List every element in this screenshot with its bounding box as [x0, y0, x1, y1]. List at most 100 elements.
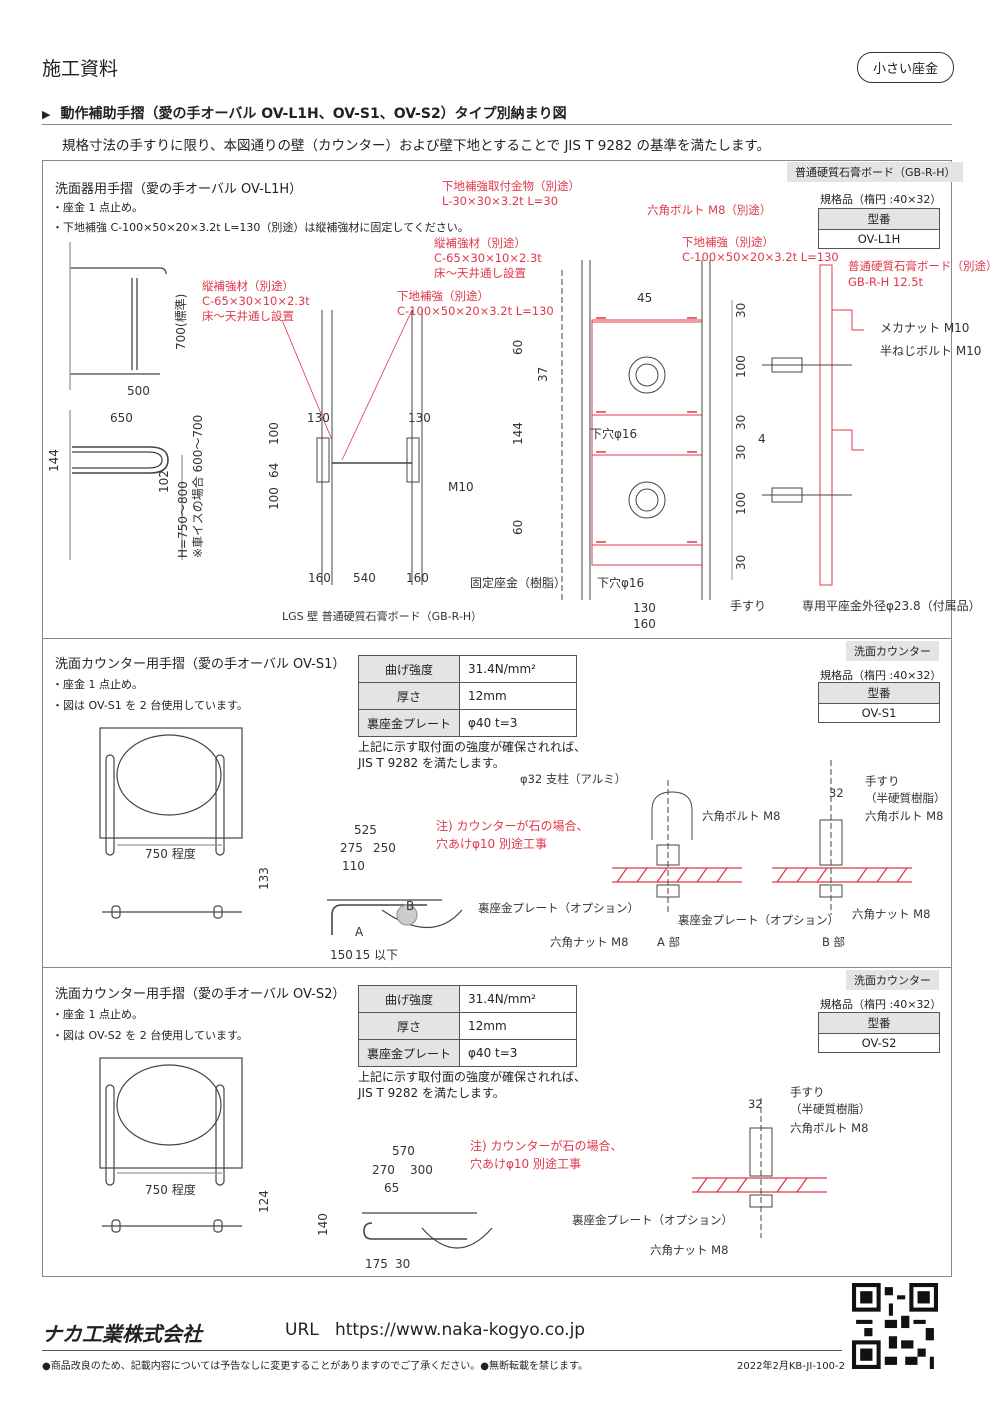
- dim-30: 30: [395, 1257, 410, 1271]
- label-bracketb: L-30×30×3.2t L=30: [442, 194, 558, 208]
- label-fixpad: 固定座金（樹脂）: [470, 575, 566, 590]
- label-sub2b: C-100×50×20×3.2t L=130: [682, 250, 839, 264]
- company-logo: ナカ工業株式会社: [42, 1322, 202, 1346]
- label-A: A: [355, 925, 364, 939]
- panel1-model-table: 型番 OV-L1H: [818, 208, 940, 249]
- label-vert1c: 床～天井通し設置: [202, 309, 294, 323]
- label-hexB: 六角ボルト M8: [865, 809, 943, 823]
- dim-45: 45: [637, 291, 652, 305]
- prop-value: 31.4N/mm²: [459, 985, 578, 1013]
- dim-100a: 100: [267, 422, 281, 445]
- qr-code-icon: [852, 1283, 938, 1369]
- dim-133: 133: [257, 867, 271, 890]
- dim-160a: 160: [308, 571, 331, 585]
- dim-650: 650: [110, 411, 133, 425]
- panel1-tag: 普通硬質石膏ボード（GB-R-H）: [787, 162, 964, 182]
- panel3-tag: 洗面カウンター: [846, 970, 939, 990]
- label-vert2c: 床～天井通し設置: [434, 266, 526, 280]
- label-height: H=750～800: [176, 481, 190, 558]
- prop-key: 裏座金プレート: [357, 709, 461, 737]
- model-value: OV-L1H: [818, 229, 940, 249]
- panel1-note: ・座金 1 点止め。: [52, 201, 143, 214]
- dim-130a: 130: [307, 411, 330, 425]
- footer-rule: [42, 1350, 842, 1351]
- label-approx: 750 程度: [145, 846, 196, 861]
- dim-144: 144: [47, 449, 61, 472]
- label-post: φ32 支柱（アルミ）: [520, 772, 626, 786]
- prop-key: 曲げ強度: [357, 655, 461, 683]
- condition-text: 上記に示す取付面の強度が確保されれば、: [358, 740, 587, 754]
- label-vert1b: C-65×30×10×2.3t: [202, 294, 310, 308]
- panel1-drawing: 500 650 144 102 700(標準) H=750～800 ※車イスの場…: [47, 179, 998, 631]
- dim-570: 570: [392, 1144, 415, 1158]
- rail-side: [72, 446, 169, 474]
- panel3-model-table: 型番 OV-S2: [818, 1012, 940, 1053]
- prop-key: 厚さ: [357, 682, 461, 710]
- note-red: 穴あけφ10 別途工事: [436, 836, 547, 851]
- dim-37: 37: [536, 367, 550, 382]
- prop-value: φ40 t=3: [459, 1039, 578, 1067]
- panel3-note: ・座金 1 点止め。: [52, 1008, 143, 1021]
- label-rail: 手すり: [730, 599, 766, 613]
- company-url[interactable]: URL https://www.naka-kogyo.co.jp: [285, 1320, 586, 1340]
- model-head: 型番: [818, 208, 940, 230]
- triangle-icon: ▶: [42, 108, 51, 121]
- prop-value: 12mm: [459, 682, 578, 710]
- section-title: ▶動作補助手摺（愛の手オーバル OV-L1H、OV-S1、OV-S2）タイプ別納…: [42, 106, 567, 122]
- label-sub1: 下地補強（別途）: [397, 289, 489, 303]
- label-vert2b: C-65×30×10×2.3t: [434, 251, 542, 265]
- page-title: 施工資料: [42, 58, 119, 80]
- panel3-note: ・図は OV-S2 を 2 台使用しています。: [52, 1029, 248, 1042]
- dim-30d: 30: [734, 555, 748, 570]
- label-standard: 700(標準): [173, 294, 188, 350]
- dim-130b: 130: [408, 411, 431, 425]
- dim-110: 110: [342, 859, 365, 873]
- label-sub2: 下地補強（別途）: [682, 235, 774, 249]
- dim-32: 32: [748, 1097, 763, 1111]
- panel2-tag: 洗面カウンター: [846, 641, 939, 661]
- panel1-note: ・下地補強 C-100×50×20×3.2t L=130（別途）は縦補強材に固定…: [52, 221, 469, 234]
- label-nutA: 六角ナット M8: [550, 935, 628, 949]
- label-sub1b: C-100×50×20×3.2t L=130: [397, 304, 554, 318]
- prop-key: 厚さ: [357, 1012, 461, 1040]
- condition-text: 上記に示す取付面の強度が確保されれば、: [358, 1070, 587, 1084]
- prop-key: 曲げ強度: [357, 985, 461, 1013]
- rail-front-top: [70, 267, 167, 275]
- dim-32: 32: [829, 786, 844, 800]
- dim-100b: 100: [267, 487, 281, 510]
- condition-text: JIS T 9282 を満たします。: [358, 756, 505, 770]
- note-red: 注) カウンターが石の場合、: [436, 818, 589, 833]
- dim-500: 500: [127, 384, 150, 398]
- note-red: 注) カウンターが石の場合、: [470, 1138, 623, 1153]
- dim-30c: 30: [734, 445, 748, 460]
- dim-525: 525: [354, 823, 377, 837]
- dim-160c: 160: [633, 617, 656, 631]
- label-nutB: 六角ナット M8: [852, 907, 930, 921]
- label-hexbolt: 六角ボルト M8（別途）: [647, 203, 771, 217]
- panel3-drawing: 750 程度 124 570 270 300 65 140 175 30 注) …: [99, 1057, 871, 1271]
- dim-4: 4: [758, 432, 766, 446]
- label-hole1: 下穴φ16: [590, 426, 637, 441]
- badge-small-washer: 小さい座金: [857, 52, 954, 83]
- label-plateB: 裏座金プレート（オプション）: [678, 913, 839, 927]
- panel3-spec: 規格品（楕円 :40×32）: [820, 998, 942, 1011]
- label-railB: 手すり: [865, 774, 900, 788]
- label-nut: 六角ナット M8: [650, 1243, 728, 1257]
- label-vert1: 縦補強材（別途）: [202, 279, 294, 293]
- model-head: 型番: [818, 1012, 940, 1034]
- dim-140: 140: [316, 1213, 330, 1236]
- dim-65: 65: [384, 1181, 399, 1195]
- panel2-spec: 規格品（楕円 :40×32）: [820, 669, 942, 682]
- label-halfbolt: 半ねじボルト M10: [880, 344, 981, 358]
- dim-150: 150: [330, 948, 353, 962]
- panel-divider: [42, 967, 952, 968]
- label-B: B: [406, 899, 414, 913]
- label-bracket: 下地補強取付金物（別途）: [442, 179, 580, 193]
- dim-30b: 30: [734, 415, 748, 430]
- dim-15: 15 以下: [355, 948, 398, 962]
- label-vert2: 縦補強材（別途）: [434, 236, 526, 250]
- prop-value: 31.4N/mm²: [459, 655, 578, 683]
- label-rail2: （半硬質樹脂）: [790, 1102, 871, 1116]
